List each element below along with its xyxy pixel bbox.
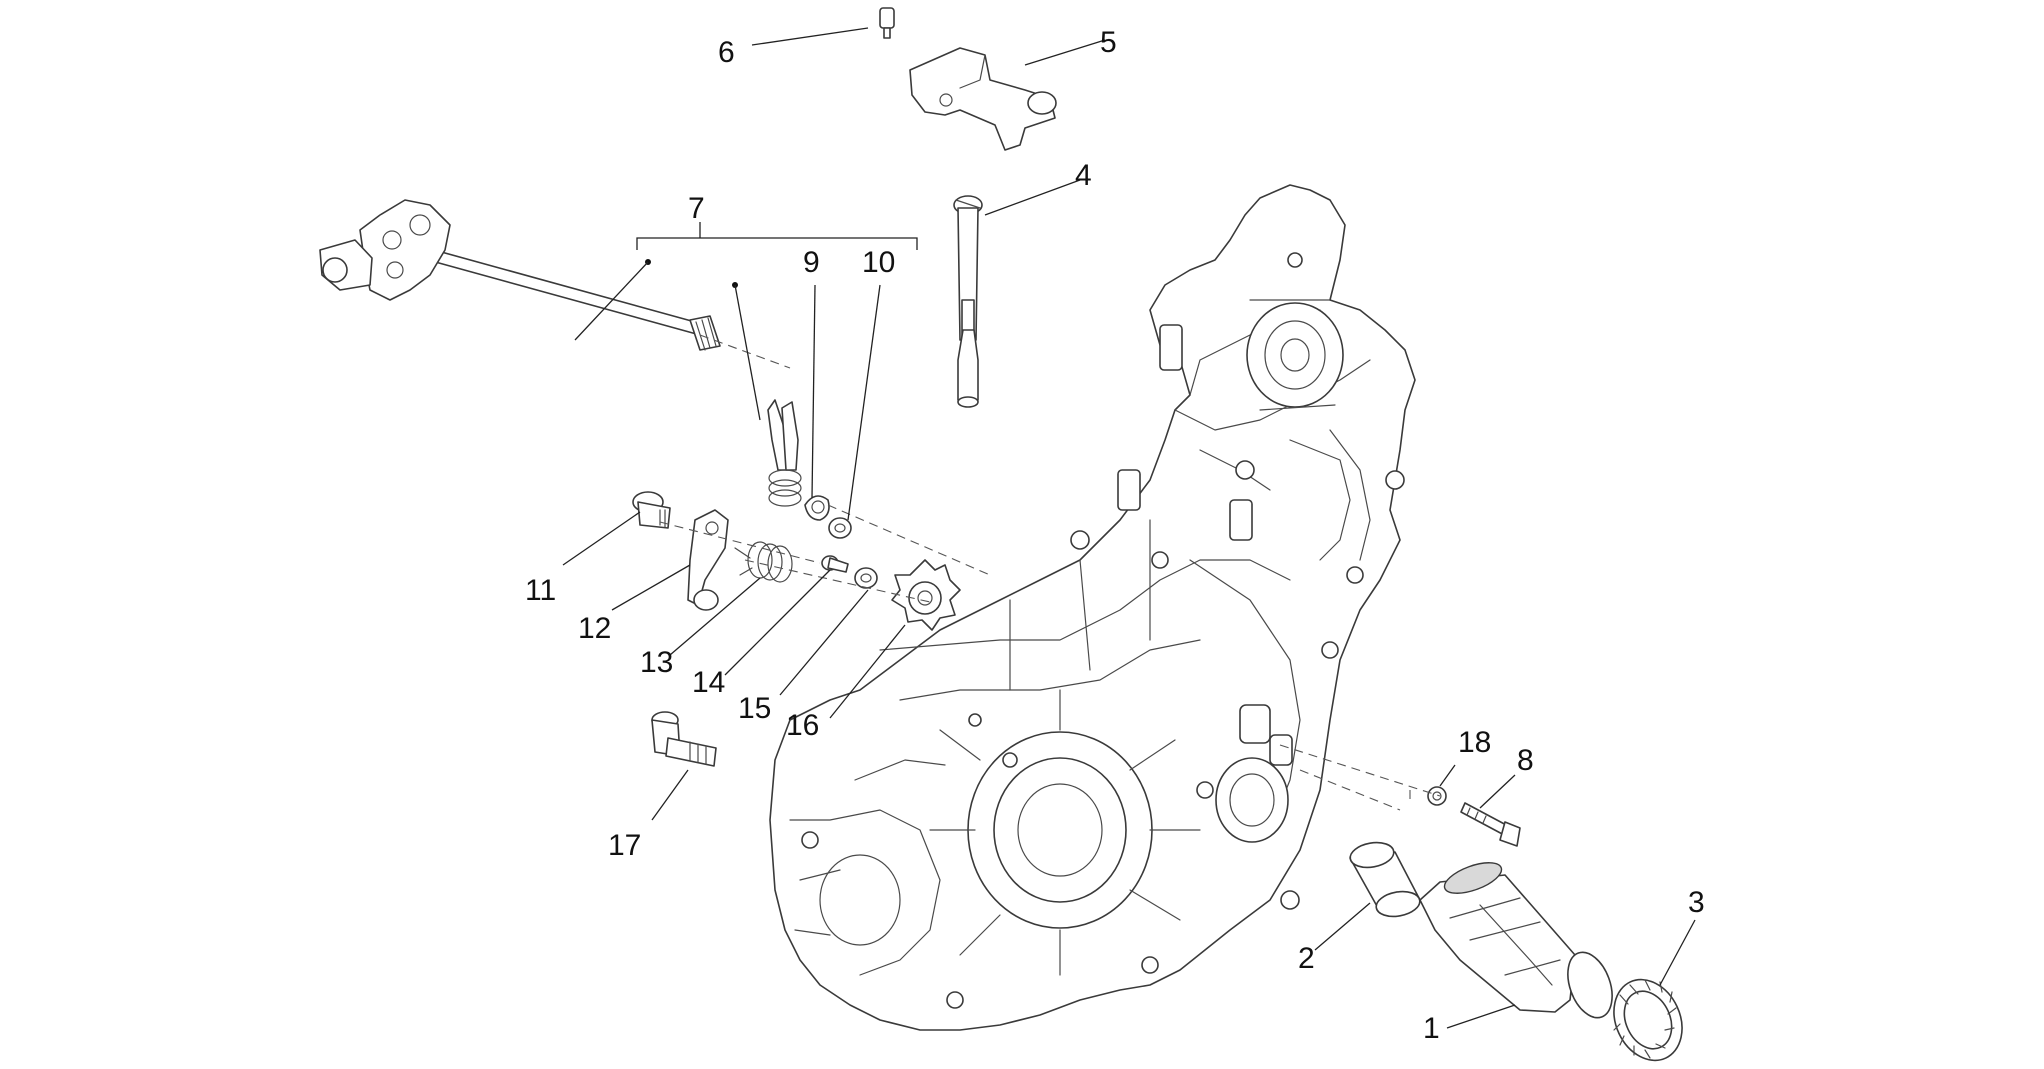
callout-labels: 5 6 4 7 9 10 11 12 13 14 15 16 17 18 8 2…	[525, 26, 1705, 1045]
callout-6: 6	[718, 36, 735, 69]
part-14-screw	[821, 555, 849, 573]
part-3-needle-bearing	[1613, 978, 1683, 1062]
part-17-stud	[651, 711, 717, 767]
part-10-washer	[828, 517, 852, 539]
part-9-circlip	[804, 495, 830, 521]
callout-13: 13	[640, 646, 673, 679]
part-15-washer	[854, 567, 878, 589]
callout-12: 12	[578, 612, 611, 645]
callout-18: 18	[1458, 726, 1491, 759]
part-6-screw	[879, 7, 895, 39]
part-18-washer	[1427, 786, 1447, 806]
callout-9: 9	[803, 246, 820, 279]
part-16-star-cam	[891, 559, 961, 631]
callout-16: 16	[786, 709, 819, 742]
callout-7: 7	[688, 192, 705, 225]
callout-2: 2	[1298, 942, 1315, 975]
assembly-axis-lines	[659, 334, 1441, 811]
callout-15: 15	[738, 692, 771, 725]
part-11-bolt	[632, 491, 671, 529]
part-8-bolt	[1460, 802, 1521, 847]
part-5-lever	[909, 47, 1057, 151]
crankcase-half	[769, 184, 1416, 1031]
part-1-shift-drum	[1419, 862, 1613, 1019]
part-4-pin	[953, 195, 983, 408]
callout-4: 4	[1075, 159, 1092, 192]
part-2-bushing	[1349, 841, 1421, 918]
callout-5: 5	[1100, 26, 1117, 59]
callout-11: 11	[525, 574, 556, 607]
part-12-arm	[687, 509, 729, 611]
callout-17: 17	[608, 829, 641, 862]
callout-1: 1	[1423, 1012, 1440, 1045]
leader-lines	[562, 27, 1696, 1029]
callout-8: 8	[1517, 744, 1534, 777]
callout-10: 10	[862, 246, 895, 279]
part-7-spring	[767, 399, 802, 507]
callout-14: 14	[692, 666, 725, 699]
part-7-shift-shaft	[319, 199, 721, 351]
callout-3: 3	[1688, 886, 1705, 919]
